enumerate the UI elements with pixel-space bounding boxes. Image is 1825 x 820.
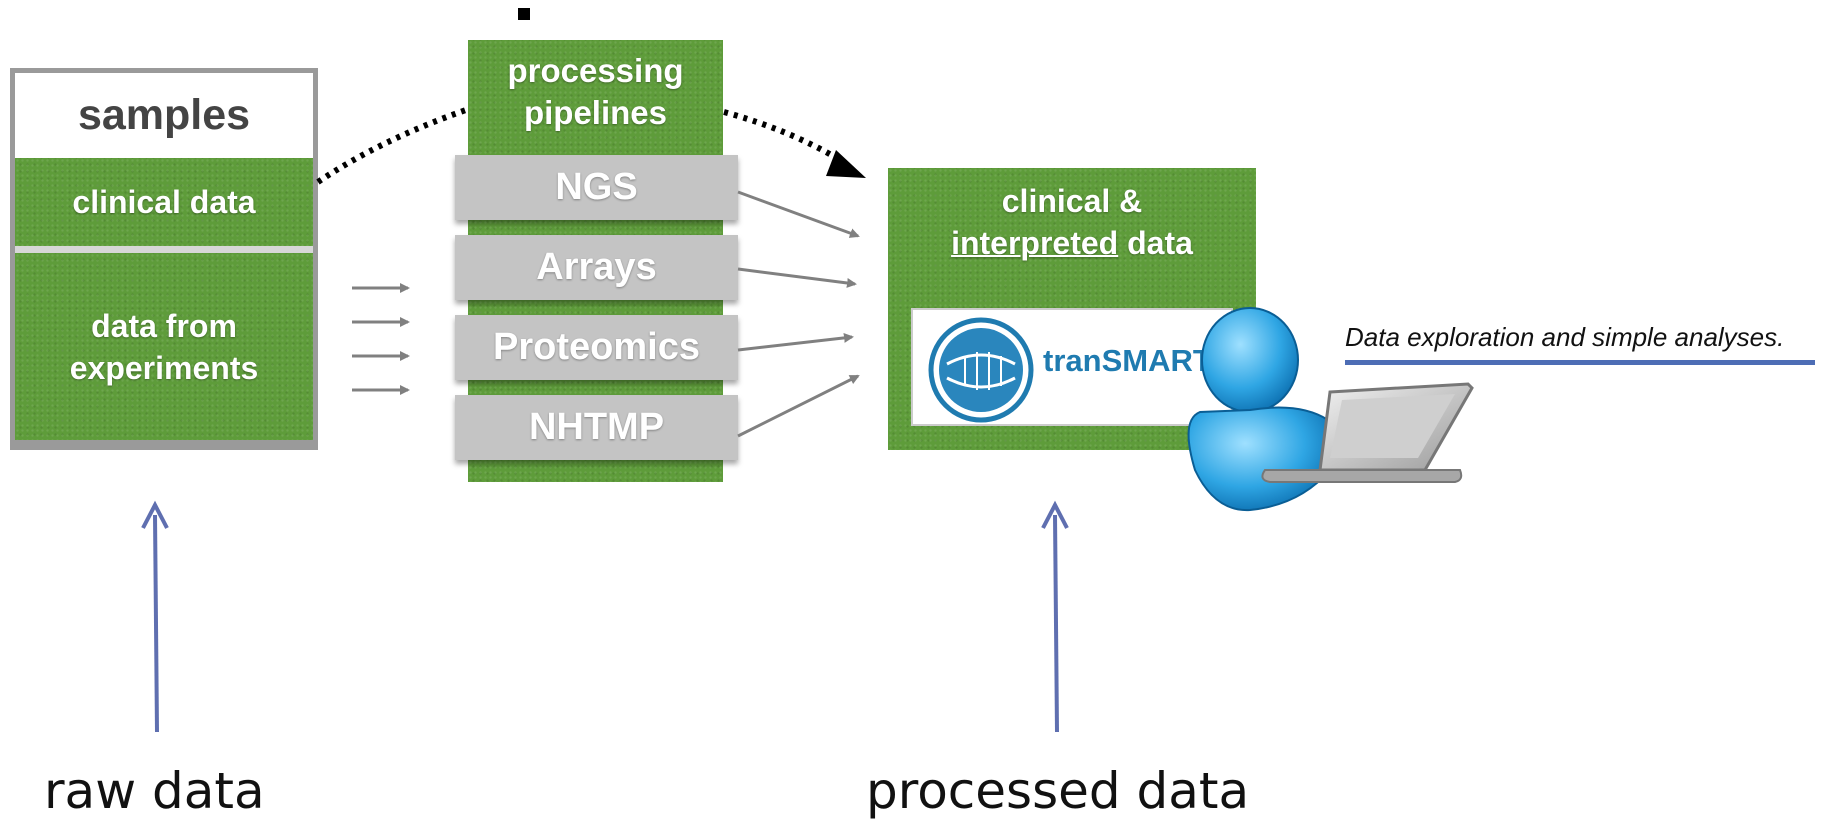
- interp-title-line1: clinical &: [1001, 183, 1143, 219]
- processed-data-arrow: [1041, 500, 1069, 733]
- experiments-data-box: data from experiments: [15, 253, 313, 440]
- processed-data-label: processed data: [866, 762, 1250, 820]
- pipeline-arrays: Arrays: [455, 235, 738, 300]
- clinical-data-label: clinical data: [72, 184, 256, 220]
- dotted-connector-left: [316, 107, 467, 185]
- samples-title: samples: [77, 91, 251, 139]
- dna-globe-icon: [928, 317, 1034, 423]
- samples-panel: samples clinical data data from experime…: [10, 68, 318, 450]
- caption-text: Data exploration and simple analyses.: [1345, 322, 1785, 352]
- pipeline-proteomics: Proteomics: [455, 315, 738, 380]
- interpreted-data-panel: clinical & interpreted data tranSMART: [888, 168, 1256, 450]
- interp-title-rest: data: [1118, 225, 1193, 261]
- interpreted-data-title: clinical & interpreted data: [888, 180, 1256, 264]
- raw-data-label: raw data: [44, 762, 265, 820]
- caption-underline: [1345, 360, 1815, 365]
- input-arrows: [352, 283, 410, 395]
- pipeline-ngs: NGS: [455, 155, 738, 220]
- user-with-laptop-icon: [1187, 307, 1474, 512]
- interp-title-underlined: interpreted: [951, 225, 1119, 261]
- transmart-logo-box: tranSMART: [911, 308, 1233, 426]
- panel-divider: [15, 246, 313, 253]
- pipelines-title: processing pipelines: [507, 52, 684, 131]
- clinical-data-box: clinical data: [15, 158, 313, 246]
- pipeline-nhtmp: NHTMP: [455, 395, 738, 460]
- raw-data-arrow: [141, 500, 169, 733]
- marker-square: [518, 8, 530, 20]
- output-arrows: [737, 190, 860, 438]
- dotted-connector-right: [723, 109, 866, 178]
- transmart-logo-text: tranSMART: [1043, 343, 1212, 378]
- samples-title-box: samples: [15, 73, 313, 158]
- experiments-data-label: data from experiments: [69, 307, 259, 386]
